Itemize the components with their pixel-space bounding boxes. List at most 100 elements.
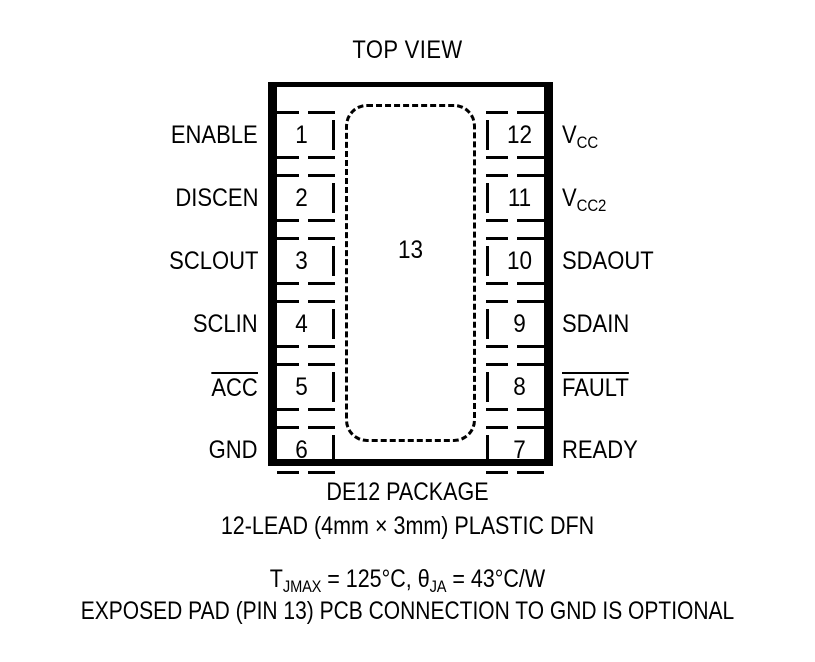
exposed-pad-pin-number: 13 xyxy=(397,236,424,264)
pin-number-5: 5 xyxy=(295,373,308,401)
pin-inner-tick xyxy=(332,435,335,465)
page-title: TOP VIEW xyxy=(352,36,463,64)
signal-label-vcc2: VCC2 xyxy=(562,183,606,216)
signal-name-text: V xyxy=(562,121,577,149)
pin-number-3: 3 xyxy=(295,247,308,275)
pin-inner-tick xyxy=(332,372,335,402)
pin-number-1: 1 xyxy=(295,121,308,149)
pin-pocket-8 xyxy=(486,362,544,412)
pin-pocket-7 xyxy=(486,425,544,475)
signal-label-ready: READY xyxy=(562,435,638,465)
pin-inner-tick xyxy=(486,435,489,465)
signal-label-sclout: SCLOUT xyxy=(169,246,258,276)
signal-name-text: GND xyxy=(209,436,258,464)
pin-dash-gap-top xyxy=(508,299,517,303)
signal-name-text: SCLOUT xyxy=(168,247,258,275)
pin-pocket-5 xyxy=(277,362,335,412)
pin-dash-gap-bottom xyxy=(299,219,308,223)
pin-pocket-1 xyxy=(277,110,335,160)
signal-name-text: ENABLE xyxy=(171,121,258,149)
pin-dash-gap-top xyxy=(508,236,517,240)
pin-dash-gap-top xyxy=(508,362,517,366)
pin-dash-gap-top xyxy=(508,110,517,114)
pin-dash-gap-bottom xyxy=(299,408,308,412)
pin-pocket-11 xyxy=(486,173,544,223)
pin-pocket-10 xyxy=(486,236,544,286)
lead-mm-first: mm xyxy=(333,512,369,540)
pin-8: 8 xyxy=(486,362,544,412)
pin-dash-gap-top xyxy=(299,362,308,366)
signal-label-sdaout: SDAOUT xyxy=(562,246,654,276)
pin-inner-tick xyxy=(332,183,335,213)
pin-12: 12 xyxy=(486,110,544,160)
pin-dash-gap-bottom xyxy=(508,156,517,160)
theta-value: = 43°C/W xyxy=(446,565,546,593)
pin-pocket-12 xyxy=(486,110,544,160)
pin-9: 9 xyxy=(486,299,544,349)
pin-number-10: 10 xyxy=(506,247,533,275)
signal-name-text: V xyxy=(562,184,577,212)
pin-number-12: 12 xyxy=(506,121,533,149)
pin-inner-tick xyxy=(486,372,489,402)
pin-dash-gap-top xyxy=(299,425,308,429)
pin-5: 5 xyxy=(277,362,335,412)
pin-pocket-9 xyxy=(486,299,544,349)
signal-label-discen: DISCEN xyxy=(175,183,258,213)
lead-mm-second: mm xyxy=(405,512,442,540)
pin-number-6: 6 xyxy=(295,436,308,464)
pin-number-9: 9 xyxy=(513,310,526,338)
pin-number-7: 7 xyxy=(513,436,526,464)
pin-11: 11 xyxy=(486,173,544,223)
signal-name-text: ACC xyxy=(211,372,258,402)
lead-mid: × 3 xyxy=(368,512,406,540)
exposed-pad-region xyxy=(345,104,476,442)
signal-label-fault: FAULT xyxy=(562,372,629,403)
pin-dash-gap-top xyxy=(508,173,517,177)
lead-suffix: ) PLASTIC DFN xyxy=(441,512,595,540)
pin-dash-gap-bottom xyxy=(508,219,517,223)
theta-subscript: JA xyxy=(429,577,447,596)
pin-inner-tick xyxy=(486,183,489,213)
exposed-pad-note-caption: EXPOSED PAD (PIN 13) PCB CONNECTION TO G… xyxy=(80,597,735,625)
pin-dash-gap-bottom xyxy=(299,345,308,349)
lead-prefix: 12-LEAD (4 xyxy=(220,512,334,540)
pin-dash-gap-top xyxy=(299,236,308,240)
pin-number-8: 8 xyxy=(513,373,526,401)
signal-name-text: FAULT xyxy=(562,372,629,402)
pin-number-2: 2 xyxy=(295,184,308,212)
pin-dash-gap-top xyxy=(299,110,308,114)
signal-subscript: CC xyxy=(576,133,598,152)
signal-label-gnd: GND xyxy=(209,435,258,465)
pin-dash-gap-bottom xyxy=(508,408,517,412)
pin-inner-tick xyxy=(332,246,335,276)
pin-number-4: 4 xyxy=(295,310,308,338)
pin-3: 3 xyxy=(277,236,335,286)
pin-7: 7 xyxy=(486,425,544,475)
pin-pocket-4 xyxy=(277,299,335,349)
thermal-spec-caption: TJMAX = 125°C, θJA = 43°C/W xyxy=(57,565,758,596)
package-name-caption: DE12 PACKAGE xyxy=(326,478,489,506)
pin-number-11: 11 xyxy=(507,184,532,212)
theta-symbol: θ xyxy=(417,565,430,593)
pin-inner-tick xyxy=(332,120,335,150)
signal-name-text: READY xyxy=(562,436,638,464)
tj-value: = 125°C, xyxy=(321,565,418,593)
pin-dash-gap-top xyxy=(299,173,308,177)
pin-dash-gap-bottom xyxy=(508,282,517,286)
signal-label-enable: ENABLE xyxy=(171,120,258,150)
pin-dash-gap-top xyxy=(299,299,308,303)
signal-label-sdain: SDAIN xyxy=(562,309,629,339)
pin-inner-tick xyxy=(486,246,489,276)
signal-label-acc: ACC xyxy=(211,372,258,403)
pin-inner-tick xyxy=(332,309,335,339)
signal-name-text: SDAIN xyxy=(562,310,630,338)
pin-pocket-3 xyxy=(277,236,335,286)
signal-name-text: SCLIN xyxy=(193,310,258,338)
pin-2: 2 xyxy=(277,173,335,223)
pin-pocket-2 xyxy=(277,173,335,223)
tj-symbol: T xyxy=(269,565,283,593)
signal-label-sclin: SCLIN xyxy=(193,309,258,339)
pin-pocket-6 xyxy=(277,425,335,475)
pin-dash-gap-bottom xyxy=(299,471,308,475)
pin-inner-tick xyxy=(486,120,489,150)
